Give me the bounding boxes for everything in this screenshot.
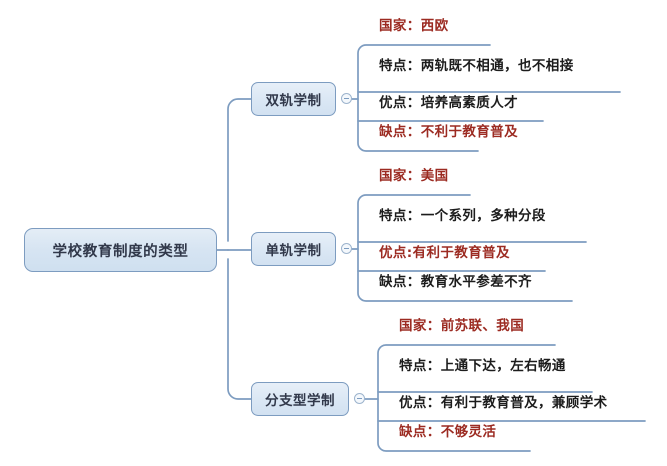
trunk-to-branch-3 [227, 258, 252, 400]
leaf-item[interactable]: 缺点：不够灵活 [399, 424, 497, 440]
leaf-item[interactable]: 国家：西欧 [379, 18, 449, 34]
leaf-item[interactable]: 国家：美国 [379, 168, 449, 184]
leaf-item[interactable]: 优点：培养高素质人才 [379, 95, 518, 111]
branch-node-dangui[interactable]: 单轨学制 [251, 232, 336, 266]
leaf-item[interactable]: 缺点：教育水平参差不齐 [379, 274, 532, 290]
collapse-minus-icon[interactable] [354, 393, 365, 404]
branch-node-fenzhi[interactable]: 分支型学制 [251, 382, 349, 416]
root-node-label: 学校教育制度的类型 [52, 243, 189, 260]
collapse-minus-icon[interactable] [341, 243, 352, 254]
leaf-item[interactable]: 国家：前苏联、我国 [399, 318, 525, 334]
leaf-item[interactable]: 缺点：不利于教育普及 [379, 124, 518, 140]
leaf-item[interactable]: 优点:有利于教育普及 [379, 245, 510, 261]
collapse-minus-icon[interactable] [341, 93, 352, 104]
branch-node-label: 分支型学制 [265, 393, 335, 409]
trunk-to-branch-1 [227, 98, 252, 242]
leaf-item[interactable]: 优点：有利于教育普及，兼顾学术 [399, 395, 608, 411]
root-node[interactable]: 学校教育制度的类型 [24, 228, 217, 272]
leaf-item[interactable]: 特点：上通下达，左右畅通 [399, 358, 566, 374]
branch-node-label: 单轨学制 [265, 243, 322, 259]
leaf-item[interactable]: 特点：两轨既不相通，也不相接 [379, 58, 574, 74]
branch-node-label: 双轨学制 [265, 93, 322, 109]
branch-node-shuanggui[interactable]: 双轨学制 [251, 82, 336, 116]
leaf-item[interactable]: 特点：一个系列，多种分段 [379, 208, 546, 224]
